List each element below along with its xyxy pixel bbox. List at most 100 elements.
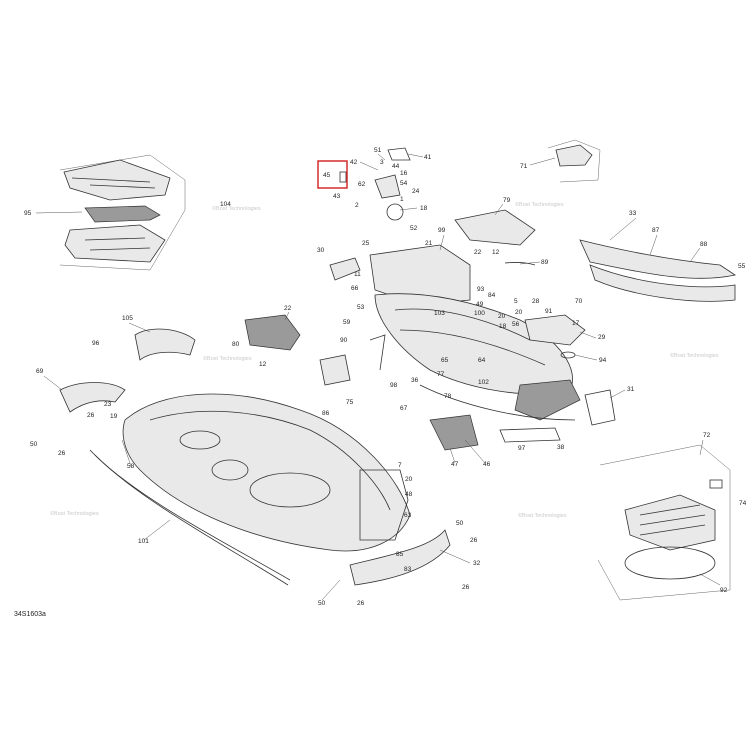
- callout-98[interactable]: 98: [390, 382, 398, 389]
- callout-66[interactable]: 66: [351, 285, 359, 292]
- callout-67[interactable]: 67: [400, 405, 408, 412]
- callout-94[interactable]: 94: [599, 357, 607, 364]
- callout-58[interactable]: 58: [127, 463, 135, 470]
- callout-50-a[interactable]: 50: [30, 441, 38, 448]
- callout-54[interactable]: 54: [400, 180, 408, 187]
- callout-38[interactable]: 38: [557, 444, 565, 451]
- callout-99[interactable]: 99: [438, 227, 446, 234]
- callout-59[interactable]: 59: [343, 319, 351, 326]
- callout-32[interactable]: 32: [473, 560, 481, 567]
- callout-21[interactable]: 21: [425, 240, 433, 247]
- callout-22[interactable]: 22: [474, 249, 482, 256]
- callout-20-b[interactable]: 20: [515, 309, 523, 316]
- callout-80[interactable]: 80: [232, 341, 240, 348]
- callout-56[interactable]: 56: [512, 321, 520, 328]
- callout-55[interactable]: 55: [738, 263, 746, 270]
- callout-42[interactable]: 42: [350, 159, 358, 166]
- callout-85[interactable]: 85: [396, 551, 404, 558]
- hull-hatch-part: [211, 459, 249, 481]
- hose-part: [504, 262, 536, 266]
- callout-19[interactable]: 19: [110, 413, 118, 420]
- callout-75[interactable]: 75: [346, 399, 354, 406]
- callout-50-b[interactable]: 50: [456, 520, 464, 527]
- callout-41[interactable]: 41: [424, 154, 432, 161]
- callout-44[interactable]: 44: [392, 163, 400, 170]
- callout-65[interactable]: 65: [441, 357, 449, 364]
- callout-23[interactable]: 23: [104, 401, 112, 408]
- callout-64[interactable]: 64: [478, 357, 486, 364]
- callout-49[interactable]: 49: [476, 301, 484, 308]
- hull-inner-line: [149, 410, 391, 511]
- callout-88[interactable]: 88: [700, 241, 708, 248]
- rear-bin-part: [524, 314, 586, 346]
- callout-45[interactable]: 45: [323, 172, 331, 179]
- callout-26-e[interactable]: 26: [462, 584, 470, 591]
- callout-43[interactable]: 43: [333, 193, 341, 200]
- callout-36[interactable]: 36: [411, 377, 419, 384]
- callout-33[interactable]: 33: [629, 210, 637, 217]
- callout-2[interactable]: 2: [355, 202, 359, 209]
- callout-72[interactable]: 72: [703, 432, 711, 439]
- callout-24[interactable]: 24: [412, 188, 420, 195]
- callout-26-d[interactable]: 26: [357, 600, 365, 607]
- callout-28[interactable]: 28: [532, 298, 540, 305]
- callout-96[interactable]: 96: [92, 340, 100, 347]
- callout-86[interactable]: 86: [322, 410, 330, 417]
- callout-46[interactable]: 46: [483, 461, 491, 468]
- callout-16[interactable]: 16: [400, 170, 408, 177]
- callout-103[interactable]: 103: [434, 310, 445, 317]
- callout-18-b[interactable]: 18: [499, 323, 507, 330]
- callout-100[interactable]: 100: [474, 310, 485, 317]
- callout-11[interactable]: 11: [354, 271, 361, 278]
- callout-78[interactable]: 78: [444, 393, 452, 400]
- callout-62[interactable]: 62: [358, 181, 366, 188]
- callout-3[interactable]: 3: [380, 159, 384, 166]
- callout-87[interactable]: 87: [652, 227, 660, 234]
- callout-50-c[interactable]: 50: [318, 600, 326, 607]
- callout-51[interactable]: 51: [374, 147, 382, 154]
- console-part: [369, 244, 471, 306]
- callout-74[interactable]: 74: [739, 500, 747, 507]
- bin-tray-part: [64, 224, 166, 263]
- callout-83[interactable]: 83: [404, 566, 412, 573]
- callout-31[interactable]: 31: [627, 386, 635, 393]
- callout-48[interactable]: 48: [405, 491, 413, 498]
- callout-63[interactable]: 63: [404, 512, 412, 519]
- callout-52[interactable]: 52: [410, 225, 418, 232]
- callout-22-b[interactable]: 22: [284, 305, 292, 312]
- callout-25[interactable]: 25: [362, 240, 370, 247]
- callout-12-top[interactable]: 12: [492, 249, 500, 256]
- callout-69[interactable]: 69: [36, 368, 44, 375]
- callout-71[interactable]: 71: [520, 163, 528, 170]
- callout-89[interactable]: 89: [541, 259, 549, 266]
- callout-30[interactable]: 30: [317, 247, 325, 254]
- callout-7[interactable]: 7: [398, 462, 402, 469]
- callout-5[interactable]: 5: [514, 298, 518, 305]
- callout-102[interactable]: 102: [478, 379, 489, 386]
- callout-93[interactable]: 93: [477, 286, 485, 293]
- callout-101[interactable]: 101: [138, 538, 149, 545]
- callout-26-c[interactable]: 26: [470, 537, 478, 544]
- callout-84[interactable]: 84: [488, 292, 496, 299]
- callout-18[interactable]: 18: [420, 205, 428, 212]
- callout-97[interactable]: 97: [518, 445, 526, 452]
- callout-29[interactable]: 29: [598, 334, 606, 341]
- callout-90[interactable]: 90: [340, 337, 348, 344]
- callout-95[interactable]: 95: [24, 210, 32, 217]
- callout-77[interactable]: 77: [437, 371, 445, 378]
- callout-26-a[interactable]: 26: [87, 412, 95, 419]
- callout-105[interactable]: 105: [122, 315, 133, 322]
- callout-91[interactable]: 91: [545, 308, 553, 315]
- callout-79[interactable]: 79: [503, 197, 511, 204]
- callout-47[interactable]: 47: [451, 461, 459, 468]
- callout-26-b[interactable]: 26: [58, 450, 66, 457]
- callout-92[interactable]: 92: [720, 587, 728, 594]
- callout-104[interactable]: 104: [220, 201, 231, 208]
- callout-17[interactable]: 17: [572, 320, 580, 327]
- callout-20-a[interactable]: 20: [498, 313, 506, 320]
- callout-1[interactable]: 1: [400, 196, 404, 203]
- callout-12-b[interactable]: 12: [259, 361, 267, 368]
- callout-53[interactable]: 53: [357, 304, 365, 311]
- callout-70[interactable]: 70: [575, 298, 583, 305]
- callout-20-c[interactable]: 20: [405, 476, 413, 483]
